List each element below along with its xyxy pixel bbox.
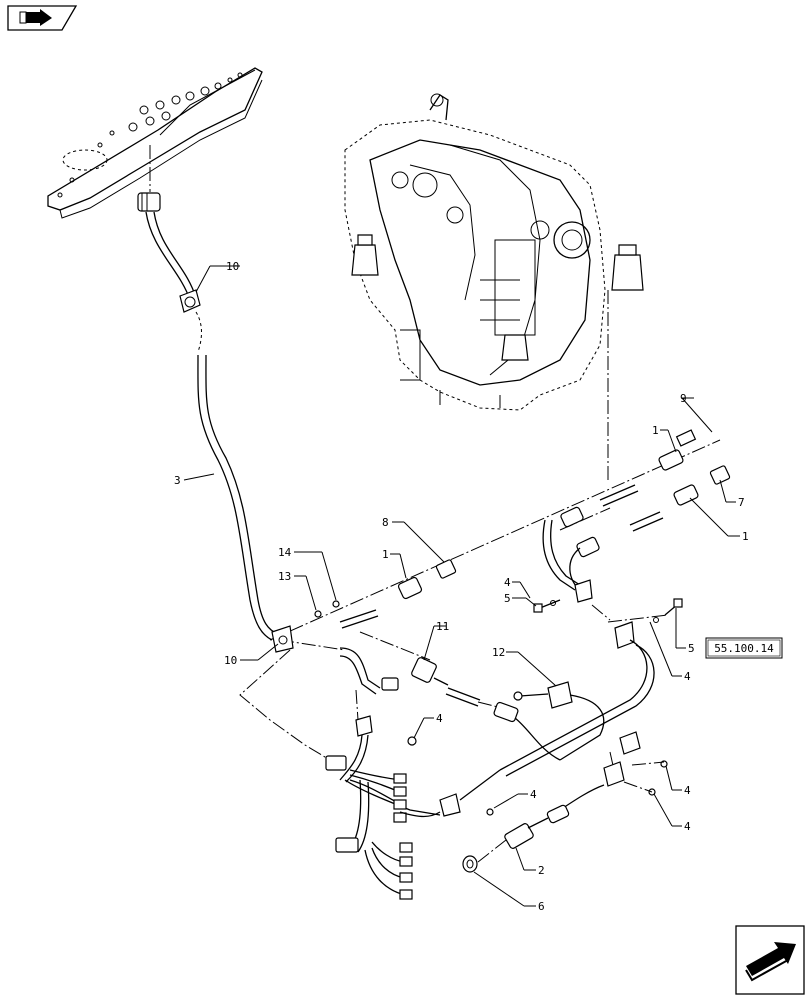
callout-7: 7 bbox=[738, 496, 745, 509]
callout-1-right: 1 bbox=[742, 530, 749, 543]
callout-9: 9 bbox=[680, 392, 687, 405]
next-page-button[interactable] bbox=[735, 925, 805, 995]
grommet-6 bbox=[462, 855, 478, 873]
callout-4-bottom: 4 bbox=[530, 788, 537, 801]
callout-leaders bbox=[183, 265, 740, 907]
connector-bundle-lower bbox=[399, 842, 413, 900]
callout-5-upper: 5 bbox=[504, 592, 511, 605]
callout-4-upper: 4 bbox=[504, 576, 511, 589]
dashboard-panel bbox=[47, 67, 263, 219]
callout-4-left: 4 bbox=[436, 712, 443, 725]
clip-left-mid bbox=[355, 715, 373, 737]
callout-10-lower: 10 bbox=[224, 654, 237, 667]
callout-14: 14 bbox=[278, 546, 292, 559]
bolt-right bbox=[653, 598, 683, 623]
callout-1-left: 1 bbox=[382, 548, 389, 561]
callout-4-right-bottom: 4 bbox=[684, 820, 691, 833]
callout-13: 13 bbox=[278, 570, 291, 583]
callout-1-top: 1 bbox=[652, 424, 659, 437]
connector-upper-2 bbox=[673, 465, 731, 506]
prev-page-button[interactable] bbox=[7, 5, 78, 31]
grommet bbox=[137, 192, 161, 212]
sensor-2 bbox=[504, 817, 549, 849]
callout-8: 8 bbox=[382, 516, 389, 529]
arrow-next-page-icon bbox=[745, 942, 796, 982]
sensor-12 bbox=[513, 681, 605, 761]
clip-mid-right bbox=[574, 579, 593, 603]
callout-12: 12 bbox=[492, 646, 505, 659]
clip-lower-left bbox=[271, 625, 294, 653]
clip-13-14 bbox=[314, 600, 340, 618]
callout-3: 3 bbox=[174, 474, 181, 487]
reference-link-box[interactable]: 55.100.14 bbox=[705, 637, 783, 659]
callout-2: 2 bbox=[538, 864, 545, 877]
clip-upper bbox=[179, 289, 201, 313]
bolt-upper bbox=[533, 599, 561, 613]
clip-right bbox=[614, 621, 635, 649]
transmission-assembly bbox=[344, 93, 644, 411]
reference-link-label: 55.100.14 bbox=[714, 642, 774, 655]
connector-8 bbox=[397, 559, 457, 600]
callout-11: 11 bbox=[436, 620, 449, 633]
clip-right-lower-1 bbox=[619, 731, 641, 755]
clip-bottom-center bbox=[439, 793, 461, 817]
callout-6: 6 bbox=[538, 900, 545, 913]
callout-4-right: 4 bbox=[684, 670, 691, 683]
callout-10-upper: 10 bbox=[226, 260, 239, 273]
connector-bundle-upper bbox=[393, 773, 407, 823]
sensor-11 bbox=[411, 657, 449, 686]
callout-labels: 10 3 10 14 13 1 8 11 12 4 4 2 6 4 5 9 1 … bbox=[174, 260, 749, 913]
callout-4-right-lower: 4 bbox=[684, 784, 691, 797]
arrow-prev-page-icon bbox=[19, 9, 52, 26]
connector-upper-1 bbox=[658, 429, 697, 471]
callout-5-right: 5 bbox=[688, 642, 695, 655]
clip-right-lower-2 bbox=[603, 761, 625, 787]
